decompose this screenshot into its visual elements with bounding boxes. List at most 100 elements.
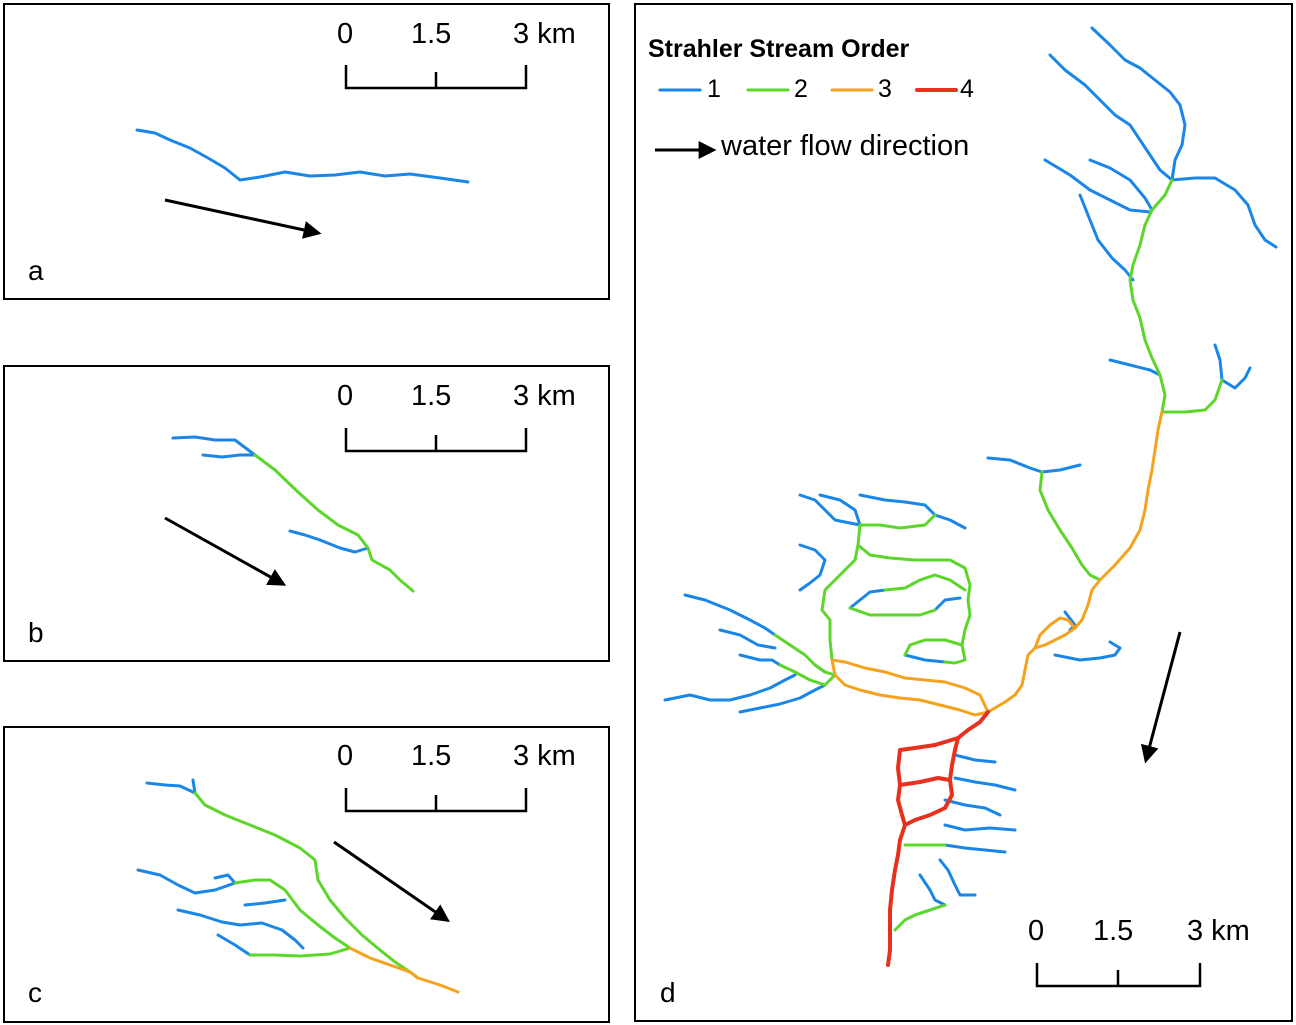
stream-order-1 (191, 778, 197, 795)
stream-order-1 (986, 456, 1044, 474)
stream-order-4 (898, 776, 952, 787)
stream-order-1 (1040, 463, 1082, 474)
stream-order-3 (1033, 616, 1077, 650)
stream-order-3 (986, 410, 1164, 714)
stream-order-2 (1128, 178, 1174, 414)
stream-order-1 (171, 435, 257, 457)
stream-order-2 (233, 878, 352, 950)
stream-order-1 (136, 868, 237, 895)
panel-label-a: a (28, 255, 44, 286)
scale-bar-d (1035, 963, 1202, 988)
stream-order-2 (883, 573, 967, 592)
stream-order-1 (145, 781, 197, 795)
stream-order-1 (953, 776, 1017, 792)
stream-order-1 (953, 753, 997, 764)
stream-order-1 (858, 493, 967, 530)
stream-order-1 (176, 908, 305, 950)
stream-order-1 (943, 823, 1017, 832)
panel-d-streams (663, 26, 1278, 967)
stream-order-1 (663, 673, 797, 702)
stream-order-2 (193, 791, 420, 980)
stream-order-1 (933, 596, 962, 612)
stream-order-2 (1160, 378, 1224, 414)
stream-order-1 (718, 628, 777, 650)
stream-order-1 (918, 873, 947, 907)
scale-tick-end: 3 km (513, 380, 576, 412)
panel-label-b: b (28, 617, 44, 648)
stream-order-1 (1108, 358, 1162, 377)
legend-label-2: 2 (794, 75, 808, 103)
stream-order-1 (818, 493, 862, 527)
stream-order-1 (1053, 640, 1122, 662)
panel-c-streams (136, 778, 460, 994)
stream-order-1 (943, 798, 1002, 817)
stream-order-1 (1213, 343, 1224, 382)
stream-order-1 (848, 588, 887, 610)
scale-tick-end: 3 km (1187, 915, 1250, 947)
stream-order-2 (848, 606, 937, 617)
scale-tick-mid: 1.5 (411, 740, 452, 772)
stream-order-1 (243, 898, 287, 907)
scale-tick-mid: 1.5 (411, 380, 452, 412)
stream-order-2 (1038, 470, 1102, 582)
scale-bar-c (344, 788, 528, 813)
stream-order-2 (893, 903, 947, 932)
panel-b (3, 365, 610, 662)
legend-label-1: 1 (707, 75, 721, 103)
legend-label-3: 3 (878, 75, 892, 103)
panel-a (3, 3, 610, 300)
panel-c (3, 726, 610, 1023)
stream-order-1 (201, 453, 257, 459)
stream-order-1 (1043, 158, 1152, 214)
stream-order-1 (1220, 366, 1252, 390)
stream-order-1 (288, 529, 370, 554)
stream-order-2 (253, 453, 415, 593)
scale-tick-0: 0 (337, 18, 354, 50)
stream-order-2 (248, 946, 352, 958)
stream-order-2 (773, 633, 837, 677)
stream-order-3 (348, 946, 460, 994)
flow-arrow-c (333, 840, 450, 923)
scale-bar-a (344, 65, 528, 90)
stream-order-1 (946, 868, 977, 897)
stream-order-1 (943, 843, 1007, 854)
legend-label-4: 4 (960, 75, 974, 103)
legend-flow-label: water flow direction (721, 130, 970, 162)
stream-order-1 (683, 593, 777, 637)
panel-label-d: d (660, 977, 676, 1008)
stream-order-3 (830, 658, 990, 717)
scale-tick-0: 0 (1028, 915, 1045, 947)
stream-order-2 (820, 543, 860, 662)
stream-order-1 (738, 683, 827, 714)
scale-tick-end: 3 km (513, 18, 576, 50)
stream-order-1 (903, 653, 947, 664)
stream-order-3 (830, 658, 990, 714)
scale-tick-0: 0 (337, 380, 354, 412)
stream-order-2 (778, 663, 837, 687)
stream-order-1 (738, 653, 782, 667)
flow-arrow-a (164, 198, 322, 239)
stream-order-1 (213, 873, 237, 885)
stream-order-1 (1088, 158, 1154, 212)
panel-b-streams (171, 435, 415, 593)
panel-a-streams (135, 128, 470, 184)
stream-order-1 (1063, 610, 1077, 632)
stream-order-1 (798, 493, 862, 527)
stream-order-2 (903, 638, 964, 657)
flow-arrow-d (1140, 631, 1182, 764)
stream-order-2 (856, 523, 972, 665)
panel-d (634, 3, 1293, 1022)
flow-arrow-b (164, 516, 287, 586)
panel-label-c: c (28, 977, 42, 1008)
stream-order-1 (1048, 53, 1174, 182)
stream-order-1 (938, 858, 950, 872)
stream-order-1 (1090, 26, 1187, 182)
stream-order-2 (858, 513, 937, 530)
legend-title: Strahler Stream Order (648, 35, 910, 63)
stream-order-1 (798, 543, 827, 592)
stream-order-1 (135, 128, 470, 184)
stream-order-4 (896, 736, 960, 827)
scale-tick-end: 3 km (513, 740, 576, 772)
scale-bar-b (344, 428, 528, 453)
